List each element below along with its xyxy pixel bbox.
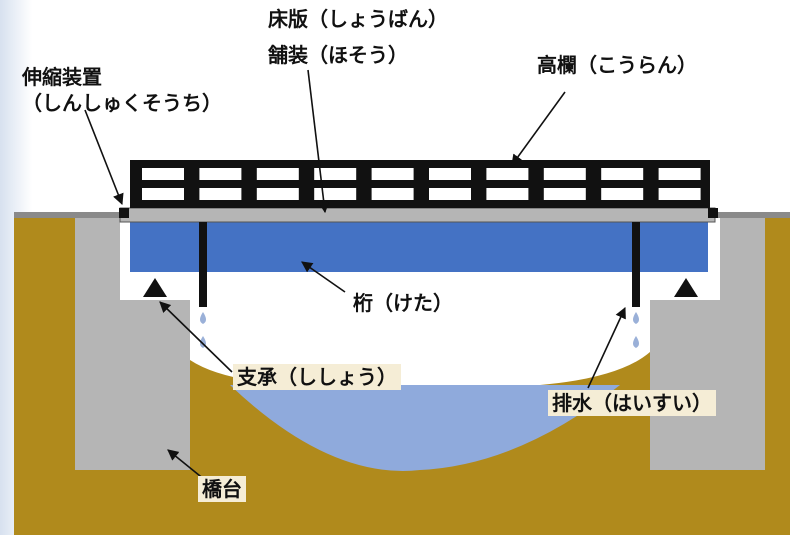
railing-slot [142, 168, 184, 180]
railing-slot [256, 168, 299, 180]
label-railing: 高欄（こうらん） [537, 53, 697, 77]
water-drop-icon [200, 312, 639, 348]
label-expansion-joint-reading: （しんしゅくそうち） [22, 91, 222, 115]
railing-slot [601, 188, 644, 200]
arrow-icon [587, 306, 626, 389]
arrow-icon [167, 449, 206, 481]
label-drainage: 排水（はいすい） [548, 390, 716, 416]
girder [130, 222, 708, 272]
railing-slot [429, 168, 471, 180]
railing-slot [486, 168, 529, 180]
railing [130, 160, 710, 208]
railing-slot [543, 188, 586, 200]
river-water [230, 385, 620, 471]
bearing-triangle-icon [143, 278, 167, 297]
railing-slot [199, 168, 242, 180]
railing-slot [658, 188, 701, 200]
railing-slot [199, 188, 242, 200]
expansion-joint-left [119, 208, 129, 218]
railing-slot [371, 168, 414, 180]
label-pavement: 舗装（ほそう） [268, 43, 408, 67]
railing-slot [256, 188, 299, 200]
arrow-icon [511, 91, 566, 166]
arrow-icon [307, 69, 330, 214]
drain-pipe-left [199, 222, 207, 307]
railing-slot [429, 188, 471, 200]
arrow-icon [301, 261, 346, 293]
railing-slot [142, 188, 184, 200]
railing-slot [601, 168, 644, 180]
railing-slot [371, 188, 414, 200]
left-abutment [75, 218, 190, 470]
railing-slot [486, 188, 529, 200]
railing-slots [142, 168, 701, 200]
arrow-icon [84, 109, 124, 206]
railing-slot [314, 188, 357, 200]
arrow-icon [159, 301, 233, 373]
label-bearing: 支承（ししょう） [233, 364, 401, 390]
bearing-triangle-icon [674, 278, 698, 297]
railing-slot [314, 168, 357, 180]
railing-slot [543, 168, 586, 180]
expansion-joint-right [708, 208, 718, 218]
deck-slab [119, 207, 716, 223]
river-channel [190, 300, 650, 385]
label-abutment: 橋台 [198, 476, 246, 502]
label-deck-slab: 床版（しょうばん） [268, 7, 448, 31]
label-girder: 桁（けた） [353, 291, 453, 315]
label-expansion-joint: 伸縮装置 [22, 65, 102, 89]
drain-pipe-right [632, 222, 640, 307]
railing-slot [658, 168, 701, 180]
